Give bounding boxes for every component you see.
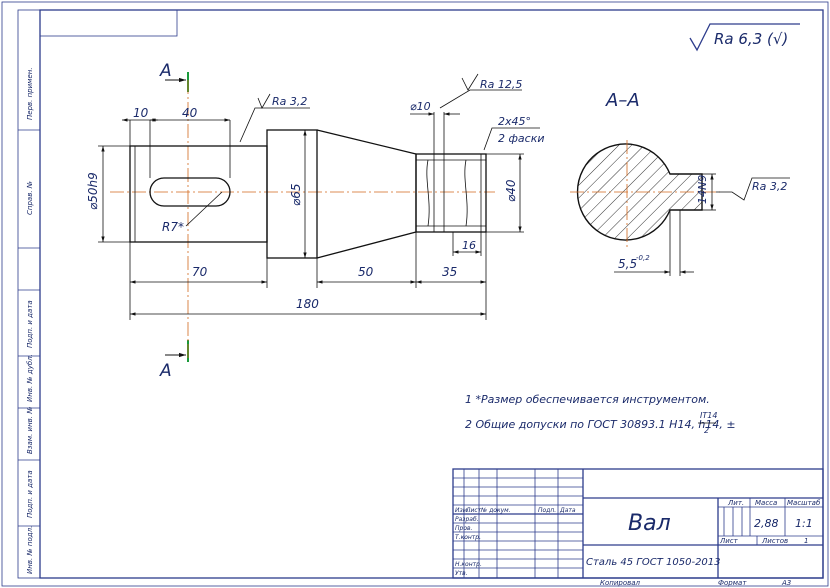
technical-notes: 1 *Размер обеспечивается инструментом. 2… [465,393,736,435]
svg-text:Листов: Листов [761,537,788,545]
svg-text:Ra 6,3 (√): Ra 6,3 (√) [714,30,788,48]
left-strip-labels: Перв. примен. Справ. № Подп. и дата Инв.… [26,67,34,574]
svg-text:70: 70 [192,265,208,279]
svg-text:А3: А3 [781,579,791,587]
section-mark-bottom: A [159,340,189,381]
svg-text:R7*: R7* [162,220,184,234]
svg-text:Ra 3,2: Ra 3,2 [272,95,307,108]
svg-text:Инв. № подл.: Инв. № подл. [26,526,34,574]
svg-text:-0,2: -0,2 [636,254,650,262]
svg-text:⌀65: ⌀65 [289,184,303,207]
svg-text:Разраб.: Разраб. [455,516,479,523]
svg-text:35: 35 [442,265,457,279]
svg-text:Т.контр.: Т.контр. [455,534,481,541]
svg-text:Ra 3,2: Ra 3,2 [752,180,787,193]
roughness-symbol: Ra 6,3 (√) [689,23,800,52]
svg-text:50: 50 [358,265,374,279]
svg-text:Перв. примен.: Перв. примен. [26,67,34,120]
svg-text:Формат: Формат [718,579,747,587]
svg-text:Пров.: Пров. [455,525,473,532]
svg-text:⌀40: ⌀40 [504,179,518,202]
svg-text:2: 2 [704,426,709,435]
svg-text:Инв. № дубл.: Инв. № дубл. [26,354,34,402]
svg-text:Подп. и дата: Подп. и дата [26,470,34,518]
svg-text:5,5: 5,5 [618,257,637,271]
svg-text:Копировал: Копировал [600,579,641,587]
svg-text:Взам. инв. №: Взам. инв. № [26,406,34,454]
svg-text:2x45°: 2x45° [498,115,531,128]
svg-text:14N9: 14N9 [696,175,709,204]
svg-text:Подп.: Подп. [538,507,556,514]
svg-text:Подп. и дата: Подп. и дата [26,300,34,348]
svg-text:Вал: Вал [628,511,671,536]
svg-text:2 фаски: 2 фаски [498,132,544,145]
svg-text:Лит.: Лит. [727,499,744,507]
svg-text:IT14: IT14 [700,411,717,420]
svg-text:Н.контр.: Н.контр. [455,561,482,568]
svg-text:10: 10 [133,106,149,120]
svg-text:1: 1 [804,537,808,545]
svg-text:Утв.: Утв. [455,570,468,577]
dimensions: 10 40 Ra 3,2 Ra 12,5 ⌀10 2x45° 2 фаски ⌀… [86,73,544,320]
svg-text:2 Общие допуски по ГОСТ 30893: 2 Общие допуски по ГОСТ 30893.1 H14, h14… [465,418,736,431]
svg-text:Масса: Масса [755,499,777,507]
svg-text:Справ. №: Справ. № [26,181,34,215]
title-block: Изм. Лист № докум. Подп. Дата Разраб. Пр… [452,468,824,587]
svg-text:⌀10: ⌀10 [410,100,431,113]
svg-text:Лист: Лист [465,507,482,514]
svg-text:1:1: 1:1 [795,517,813,530]
svg-text:180: 180 [296,297,319,311]
svg-text:A: A [159,61,172,81]
svg-text:A–A: A–A [605,90,640,111]
svg-text:1 *Размер обеспечивается инст: 1 *Размер обеспечивается инструментом. [465,393,710,406]
section-mark-top: A [159,61,189,92]
svg-text:Изм.: Изм. [455,507,469,514]
svg-text:⌀50h9: ⌀50h9 [86,172,100,210]
svg-text:Лист: Лист [719,537,739,545]
svg-text:№ докум.: № докум. [480,507,511,514]
section-view: A–A 14N9 Ra 3,2 5,5 -0,2 [570,90,790,276]
svg-text:Ra 12,5: Ra 12,5 [480,78,522,91]
svg-text:16: 16 [462,239,476,252]
svg-text:Масштаб: Масштаб [787,499,821,507]
svg-text:Дата: Дата [559,507,576,514]
svg-text:Сталь 45 ГОСТ 1050-2013: Сталь 45 ГОСТ 1050-2013 [586,557,721,568]
svg-text:A: A [159,361,172,381]
svg-text:2,88: 2,88 [754,517,779,530]
svg-text:40: 40 [182,106,198,120]
